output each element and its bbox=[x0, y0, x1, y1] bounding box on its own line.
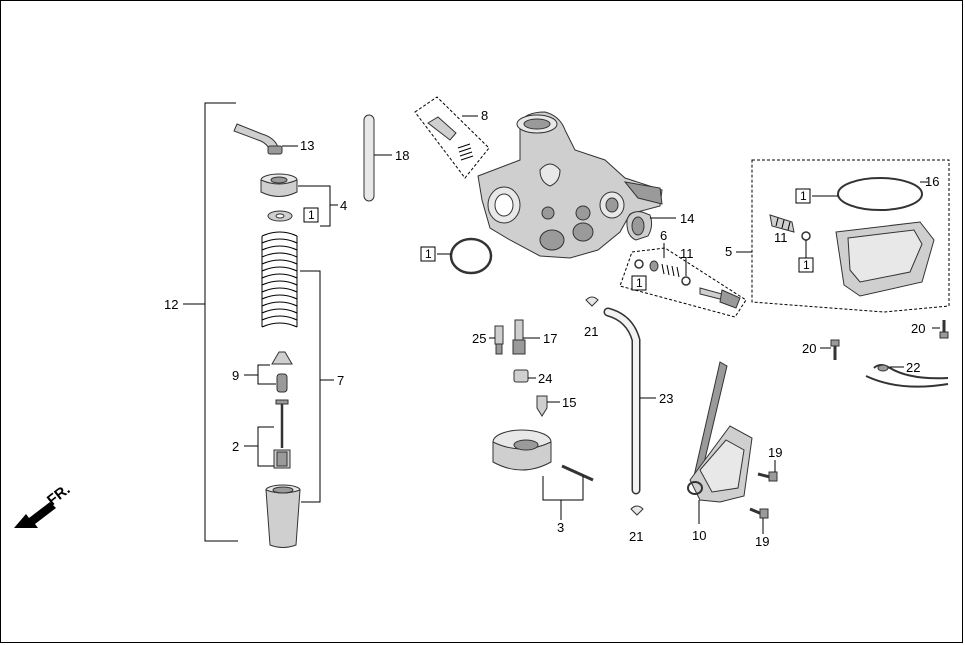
callout-20-right: 20 bbox=[911, 321, 925, 336]
part-21-clip-top bbox=[585, 296, 599, 307]
callout-25: 25 bbox=[472, 331, 486, 346]
callout-16: 16 bbox=[925, 174, 939, 189]
svg-text:1: 1 bbox=[800, 189, 807, 203]
part-20-screw-right bbox=[939, 320, 949, 339]
part-2-needle bbox=[273, 399, 291, 469]
boxed-label-16: 1 bbox=[795, 188, 811, 204]
group-5 bbox=[751, 159, 950, 313]
callout-4: 4 bbox=[340, 198, 347, 213]
callout-9: 9 bbox=[232, 368, 239, 383]
callout-24: 24 bbox=[538, 371, 552, 386]
bracket-12 bbox=[183, 102, 238, 542]
part-7-slide bbox=[265, 484, 301, 548]
callout-5: 5 bbox=[725, 244, 732, 259]
part-18-tube bbox=[363, 114, 375, 202]
callout-11-left: 11 bbox=[680, 246, 694, 261]
part-4-cap bbox=[260, 173, 298, 222]
part-19-bolt-lower bbox=[749, 507, 769, 519]
callout-14: 14 bbox=[680, 211, 694, 226]
callout-3: 3 bbox=[557, 520, 564, 535]
callout-19-upper: 19 bbox=[768, 445, 782, 460]
svg-text:1: 1 bbox=[425, 247, 432, 261]
svg-text:1: 1 bbox=[803, 258, 810, 272]
part-3-float bbox=[492, 429, 594, 482]
o-ring-main bbox=[449, 237, 493, 275]
callout-21-top: 21 bbox=[584, 324, 598, 339]
callout-20-left: 20 bbox=[802, 341, 816, 356]
part-20-screw-left bbox=[830, 339, 840, 360]
boxed-label-6: 1 bbox=[631, 275, 647, 291]
callout-6: 6 bbox=[660, 228, 667, 243]
boxed-label-4: 1 bbox=[303, 207, 319, 223]
part-25-jet bbox=[494, 325, 504, 355]
callout-22: 22 bbox=[906, 360, 920, 375]
part-19-bolt-upper bbox=[757, 471, 778, 482]
callout-23: 23 bbox=[659, 391, 673, 406]
part-21-clip-bottom bbox=[630, 505, 644, 516]
part-10-bracket bbox=[687, 361, 753, 503]
callout-11-right: 11 bbox=[774, 230, 788, 245]
front-direction-arrow-icon bbox=[14, 502, 56, 528]
part-24-jet bbox=[513, 369, 529, 383]
callout-8: 8 bbox=[481, 108, 488, 123]
part-17-jet bbox=[512, 319, 526, 355]
callout-2: 2 bbox=[232, 439, 239, 454]
group-6 bbox=[619, 247, 747, 318]
callout-18: 18 bbox=[395, 148, 409, 163]
callout-19-lower: 19 bbox=[755, 534, 769, 549]
part-22-wire bbox=[865, 364, 949, 388]
callout-13: 13 bbox=[300, 138, 314, 153]
callout-10: 10 bbox=[692, 528, 706, 543]
part-15-needle-valve bbox=[536, 395, 548, 417]
group-8 bbox=[414, 96, 490, 179]
boxed-label-11: 1 bbox=[798, 257, 814, 273]
svg-text:1: 1 bbox=[308, 208, 315, 222]
callout-7: 7 bbox=[337, 373, 344, 388]
part-23-tube bbox=[603, 307, 641, 495]
svg-text:1: 1 bbox=[636, 276, 643, 290]
callout-21-bottom: 21 bbox=[629, 529, 643, 544]
carburetor-body bbox=[477, 111, 663, 259]
callout-17: 17 bbox=[543, 331, 557, 346]
part-13-elbow bbox=[233, 123, 283, 155]
callout-15: 15 bbox=[562, 395, 576, 410]
callout-12: 12 bbox=[164, 297, 178, 312]
part-7-spring bbox=[261, 231, 298, 328]
boxed-label-oring: 1 bbox=[420, 246, 436, 262]
part-14-seal bbox=[626, 211, 653, 241]
part-9-retainer bbox=[271, 351, 293, 393]
